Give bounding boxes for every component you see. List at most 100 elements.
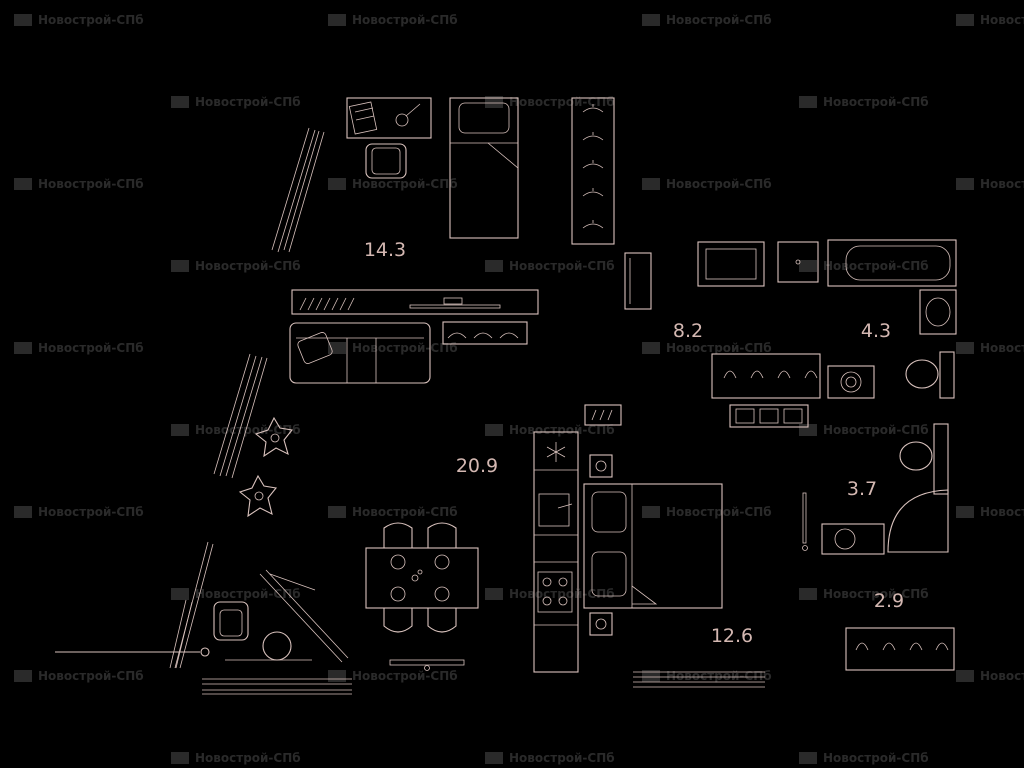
- room-area-bedroom-right: 12.6: [711, 625, 753, 647]
- watermark: Новострой-СПб: [328, 341, 458, 355]
- desk-chair: [365, 143, 407, 179]
- watermark: Новострой-СПб: [956, 341, 1024, 355]
- watermark: Новострой-СПб: [799, 259, 929, 273]
- room-area-wardrobe: 2.9: [874, 590, 904, 612]
- svg-text:Новострой-СПб: Новострой-СПб: [666, 669, 772, 683]
- watermark-layer: Новострой-СПб Новострой-СПб Новострой-СП…: [14, 13, 1024, 765]
- watermark: Новострой-СПб: [14, 341, 144, 355]
- svg-text:Новострой-СПб: Новострой-СПб: [352, 505, 458, 519]
- bathtub: [827, 239, 957, 287]
- svg-text:Новострой-СПб: Новострой-СПб: [195, 423, 301, 437]
- watermark: Новострой-СПб: [799, 587, 929, 601]
- watermark: Новострой-СПб: [485, 751, 615, 765]
- room-area-kitchen-living: 20.9: [456, 455, 498, 477]
- svg-text:Новострой-СПб: Новострой-СПб: [352, 341, 458, 355]
- dining-chair: [427, 522, 457, 548]
- watermark: Новострой-СПб: [171, 751, 301, 765]
- hall-wardrobe: [711, 353, 821, 399]
- plant-icon: [254, 416, 294, 458]
- watermark: Новострой-СПб: [485, 259, 615, 273]
- watermark: Новострой-СПб: [14, 13, 144, 27]
- wc-door: [802, 492, 808, 551]
- washbasin: [919, 289, 957, 335]
- double-bed: [583, 483, 723, 609]
- desk: [346, 97, 432, 139]
- watermark: Новострой-СПб: [799, 95, 929, 109]
- svg-text:Новострой-СПб: Новострой-СПб: [980, 13, 1024, 27]
- nightstand: [589, 454, 613, 478]
- svg-text:Новострой-СПб: Новострой-СПб: [823, 751, 929, 765]
- sink-cabinet: [697, 241, 765, 287]
- watermark: Новострой-СПб: [171, 259, 301, 273]
- svg-text:Новострой-СПб: Новострой-СПб: [666, 13, 772, 27]
- svg-text:Новострой-СПб: Новострой-СПб: [823, 259, 929, 273]
- svg-text:Новострой-СПб: Новострой-СПб: [509, 751, 615, 765]
- svg-text:Новострой-СПб: Новострой-СПб: [38, 13, 144, 27]
- svg-text:Новострой-СПб: Новострой-СПб: [980, 177, 1024, 191]
- watermark: Новострой-СПб: [642, 505, 772, 519]
- window-top-left: [271, 127, 325, 253]
- watermark: Новострой-СПб: [956, 177, 1024, 191]
- window-bottom-left: [169, 541, 214, 669]
- svg-text:Новострой-СПб: Новострой-СПб: [195, 751, 301, 765]
- svg-text:Новострой-СПб: Новострой-СПб: [823, 95, 929, 109]
- svg-text:Новострой-СПб: Новострой-СПб: [38, 177, 144, 191]
- svg-text:Новострой-СПб: Новострой-СПб: [509, 259, 615, 273]
- svg-text:Новострой-СПб: Новострой-СПб: [666, 341, 772, 355]
- watermark: Новострой-СПб: [485, 587, 615, 601]
- watermark: Новострой-СПб: [956, 669, 1024, 683]
- svg-text:Новострой-СПб: Новострой-СПб: [195, 587, 301, 601]
- svg-text:Новострой-СПб: Новострой-СПб: [509, 95, 615, 109]
- watermark: Новострой-СПб: [642, 341, 772, 355]
- shower-tray: [777, 241, 819, 283]
- watermark: Новострой-СПб: [328, 177, 458, 191]
- watermark: Новострой-СПб: [956, 505, 1024, 519]
- kitchen-hood: [584, 404, 622, 426]
- balcony-door-angled: [225, 569, 349, 663]
- wc-washbasin: [821, 523, 885, 555]
- dining-chair: [383, 608, 413, 633]
- watermark: Новострой-СПб: [171, 587, 301, 601]
- watermark: Новострой-СПб: [171, 95, 301, 109]
- window-bottom-right: [633, 671, 765, 688]
- watermark: Новострой-СПб: [956, 13, 1024, 27]
- cabinet-small: [624, 252, 652, 310]
- room-area-wc: 3.7: [847, 478, 877, 500]
- watermark: Новострой-СПб: [171, 423, 301, 437]
- wardrobe-room-rack: [845, 627, 955, 671]
- room-area-bedroom-top: 14.3: [364, 239, 406, 261]
- plant-icon: [238, 474, 278, 518]
- svg-text:Новострой-СПб: Новострой-СПб: [666, 505, 772, 519]
- watermark: Новострой-СПб: [328, 505, 458, 519]
- watermark: Новострой-СПб: [14, 177, 144, 191]
- svg-text:Новострой-СПб: Новострой-СПб: [38, 505, 144, 519]
- svg-text:Новострой-СПб: Новострой-СПб: [352, 177, 458, 191]
- svg-text:Новострой-СПб: Новострой-СПб: [980, 341, 1024, 355]
- svg-text:Новострой-СПб: Новострой-СПб: [352, 13, 458, 27]
- radiator: [389, 659, 465, 671]
- room-area-hall: 8.2: [673, 320, 703, 342]
- watermark: Новострой-СПб: [642, 669, 772, 683]
- shoe-rack: [729, 404, 809, 428]
- svg-text:Новострой-СПб: Новострой-СПб: [195, 95, 301, 109]
- watermark: Новострой-СПб: [799, 423, 929, 437]
- armchair: [213, 601, 249, 641]
- round-table: [262, 631, 292, 661]
- stove-icon: [537, 571, 573, 613]
- svg-text:Новострой-СПб: Новострой-СПб: [509, 587, 615, 601]
- wardrobe-top: [571, 97, 615, 245]
- watermark: Новострой-СПб: [485, 95, 615, 109]
- svg-text:Новострой-СПб: Новострой-СПб: [38, 669, 144, 683]
- dining-chair: [427, 608, 457, 633]
- watermark: Новострой-СПб: [642, 177, 772, 191]
- watermark: Новострой-СПб: [642, 13, 772, 27]
- single-bed: [449, 97, 519, 239]
- corner-shower: [887, 489, 949, 553]
- dining-chair: [383, 522, 413, 548]
- window-bottom: [202, 678, 352, 695]
- window-middle-left: [213, 353, 268, 479]
- svg-text:Новострой-СПб: Новострой-СПб: [666, 177, 772, 191]
- kitchen-counter: [533, 431, 579, 673]
- toilet: [905, 351, 955, 399]
